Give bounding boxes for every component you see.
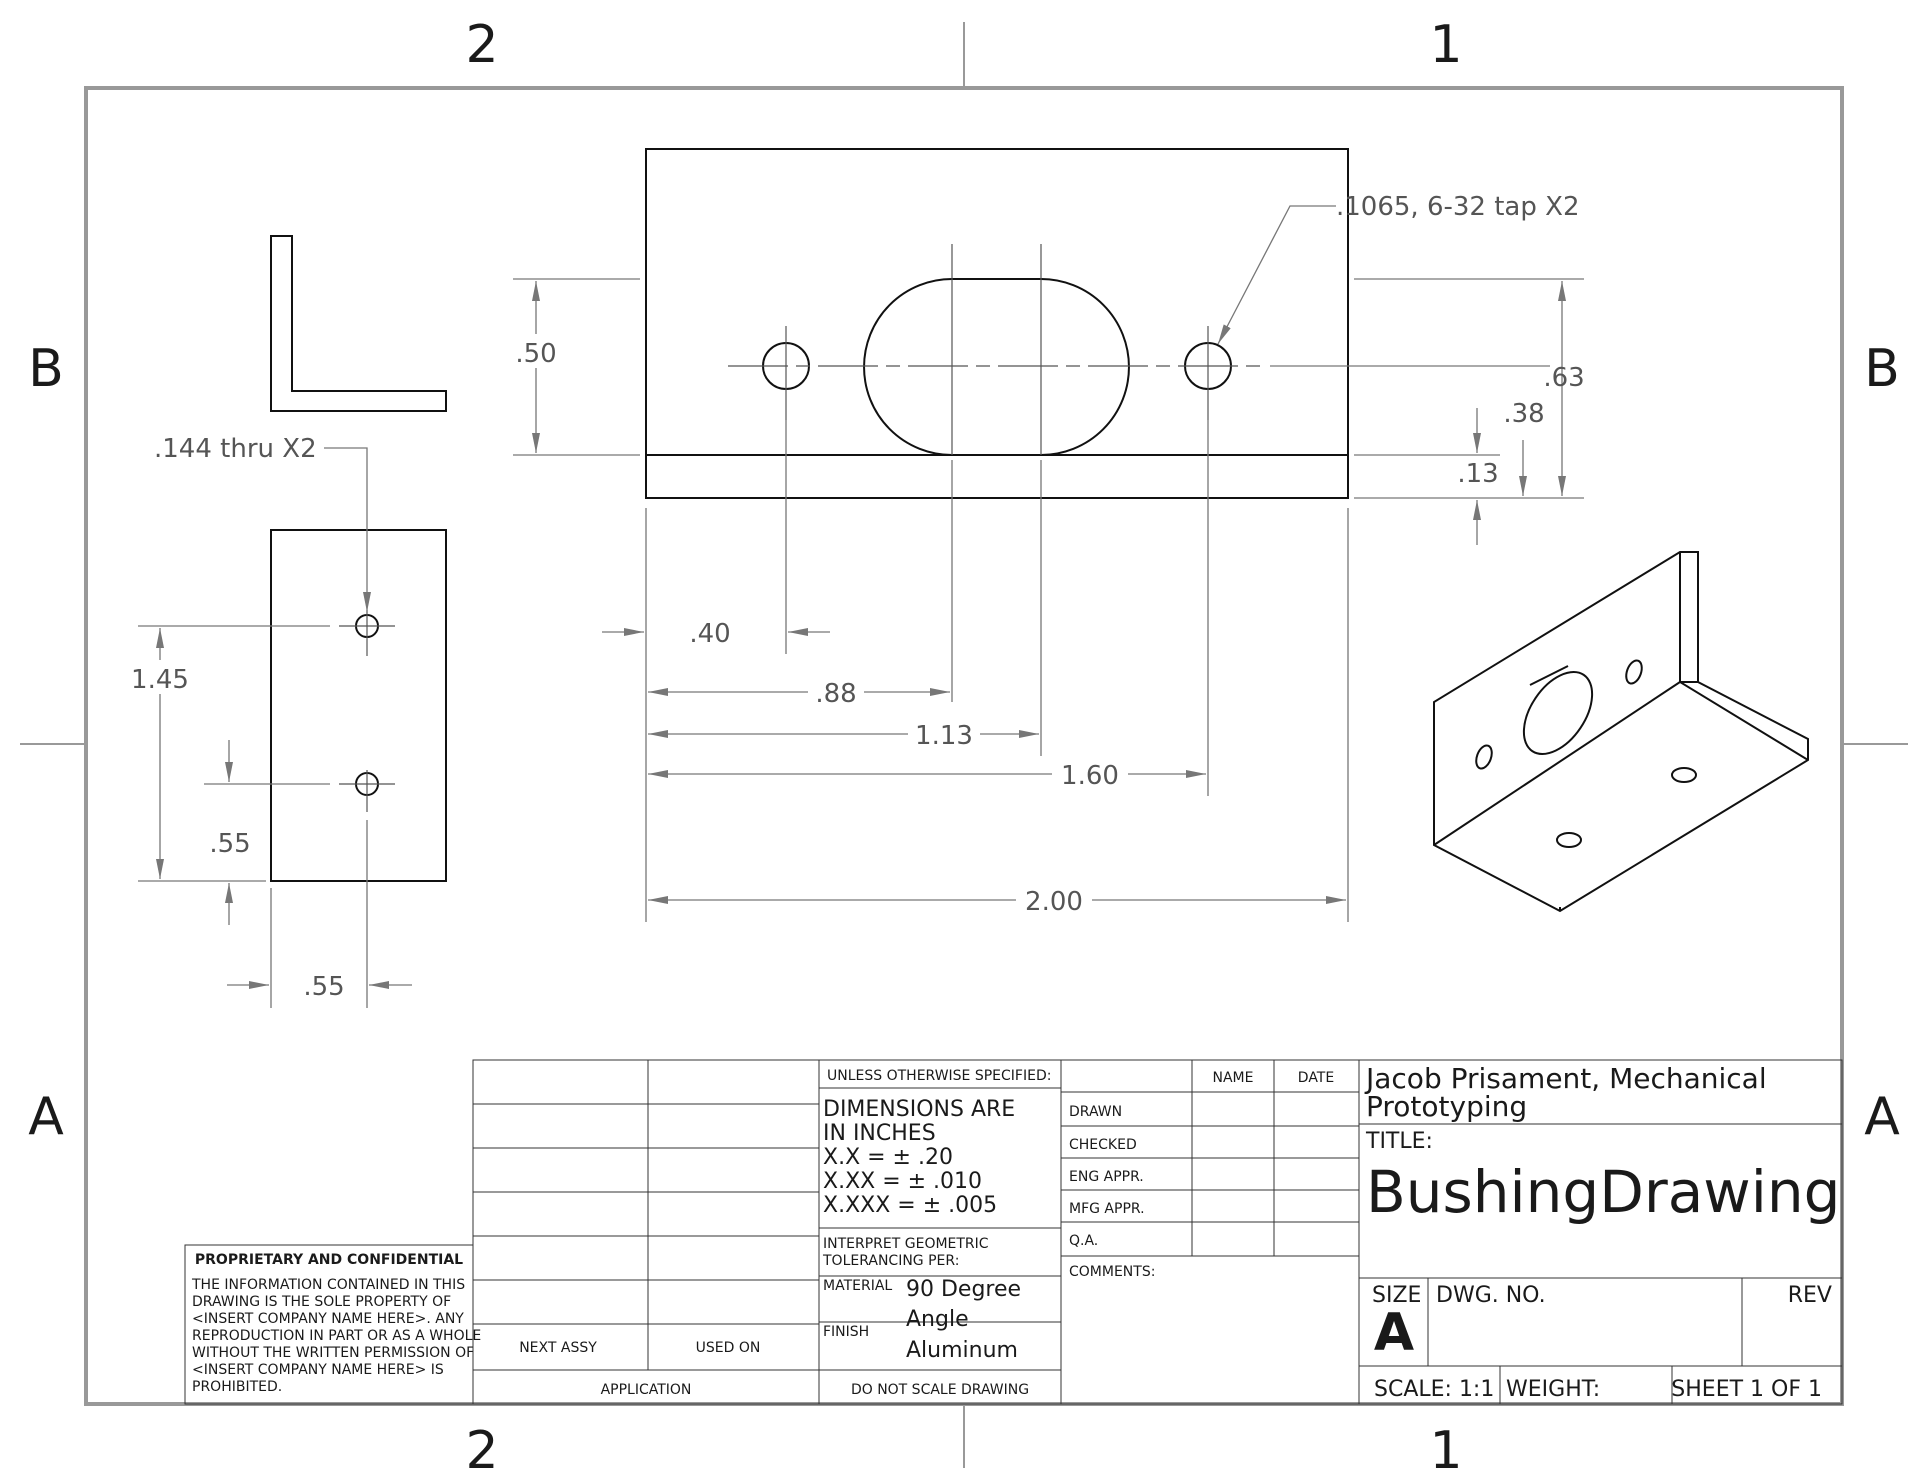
checked-label: CHECKED bbox=[1069, 1137, 1137, 1153]
weight-label: WEIGHT: bbox=[1506, 1377, 1600, 1402]
proprietary-heading: PROPRIETARY AND CONFIDENTIAL bbox=[195, 1252, 463, 1268]
unless-specified: UNLESS OTHERWISE SPECIFIED: bbox=[827, 1068, 1051, 1084]
proprietary-line: DRAWING IS THE SOLE PROPERTY OF bbox=[192, 1294, 451, 1310]
title-label: TITLE: bbox=[1365, 1129, 1433, 1154]
isometric-view bbox=[1433, 551, 1809, 913]
dims-line1: DIMENSIONS ARE bbox=[823, 1097, 1015, 1122]
zone-label-top-1: 1 bbox=[1429, 15, 1462, 75]
zone-label-left-a: A bbox=[28, 1087, 64, 1147]
dim-038: .38 bbox=[1503, 399, 1544, 429]
dim-088: .88 bbox=[815, 679, 856, 709]
scale-label: SCALE: 1:1 bbox=[1374, 1377, 1494, 1402]
dim-050: .50 bbox=[515, 339, 556, 369]
dim-063: .63 bbox=[1543, 363, 1584, 393]
dim-055-vertical: .55 bbox=[209, 829, 250, 859]
drawing-title: BushingDrawing bbox=[1366, 1158, 1840, 1226]
qa-label: Q.A. bbox=[1069, 1233, 1098, 1249]
proprietary-line: PROHIBITED. bbox=[192, 1379, 282, 1395]
eng-appr-label: ENG APPR. bbox=[1069, 1169, 1144, 1185]
side-view bbox=[270, 529, 447, 882]
end-view-profile bbox=[270, 235, 447, 412]
proprietary-line: <INSERT COMPANY NAME HERE>. ANY bbox=[192, 1311, 464, 1327]
next-assy-label: NEXT ASSY bbox=[519, 1340, 597, 1356]
dim-055-horizontal: .55 bbox=[303, 972, 344, 1002]
proprietary-box: PROPRIETARY AND CONFIDENTIAL THE INFORMA… bbox=[184, 1244, 481, 1405]
used-on-label: USED ON bbox=[696, 1340, 761, 1356]
comments-label: COMMENTS: bbox=[1069, 1264, 1155, 1280]
dim-040: .40 bbox=[689, 619, 730, 649]
dwg-no-label: DWG. NO. bbox=[1436, 1283, 1546, 1308]
finish-label: FINISH bbox=[823, 1324, 869, 1340]
drawn-label: DRAWN bbox=[1069, 1104, 1122, 1120]
zone-label-bottom-2: 2 bbox=[465, 1421, 498, 1481]
company-line1: Jacob Prisament, Mechanical bbox=[1364, 1062, 1767, 1095]
front-view bbox=[645, 148, 1349, 499]
dim-160: 1.60 bbox=[1061, 761, 1119, 791]
zone-label-left-b: B bbox=[28, 339, 64, 399]
tap-leader bbox=[1217, 205, 1336, 345]
title-block: NEXT ASSY USED ON APPLICATION UNLESS OTH… bbox=[472, 1059, 1843, 1405]
zone-label-bottom-1: 1 bbox=[1429, 1421, 1462, 1481]
zone-label-right-b: B bbox=[1864, 339, 1900, 399]
mfg-appr-label: MFG APPR. bbox=[1069, 1201, 1145, 1217]
interpret-line2: TOLERANCING PER: bbox=[822, 1253, 959, 1269]
proprietary-line: THE INFORMATION CONTAINED IN THIS bbox=[191, 1277, 465, 1293]
tap-note: .1065, 6-32 tap X2 bbox=[1336, 192, 1579, 222]
material-line2: Angle bbox=[906, 1307, 969, 1332]
interpret-line1: INTERPRET GEOMETRIC bbox=[823, 1236, 989, 1252]
size-value: A bbox=[1374, 1303, 1414, 1363]
dim-113: 1.13 bbox=[915, 721, 973, 751]
tolerance-2: X.XX = ± .010 bbox=[823, 1169, 982, 1194]
material-label: MATERIAL bbox=[823, 1278, 892, 1294]
sheet-label: SHEET 1 OF 1 bbox=[1671, 1377, 1822, 1402]
dims-line2: IN INCHES bbox=[823, 1121, 936, 1146]
material-line1: 90 Degree bbox=[906, 1277, 1021, 1302]
thru-note: .144 thru X2 bbox=[154, 434, 317, 464]
zone-label-right-a: A bbox=[1864, 1087, 1900, 1147]
tolerance-3: X.XXX = ± .005 bbox=[823, 1193, 997, 1218]
company-line2: Prototyping bbox=[1366, 1090, 1527, 1123]
size-label: SIZE bbox=[1372, 1283, 1421, 1308]
proprietary-line: REPRODUCTION IN PART OR AS A WHOLE bbox=[192, 1328, 481, 1344]
dim-013: .13 bbox=[1457, 459, 1498, 489]
thru-leader bbox=[324, 447, 371, 612]
dim-145: 1.45 bbox=[131, 665, 189, 695]
zone-label-top-2: 2 bbox=[465, 15, 498, 75]
tolerance-1: X.X = ± .20 bbox=[823, 1145, 953, 1170]
date-header: DATE bbox=[1298, 1070, 1334, 1086]
do-not-scale: DO NOT SCALE DRAWING bbox=[851, 1382, 1029, 1398]
proprietary-line: WITHOUT THE WRITTEN PERMISSION OF bbox=[192, 1345, 474, 1361]
finish-value: Aluminum bbox=[906, 1338, 1018, 1363]
application-label: APPLICATION bbox=[601, 1382, 692, 1398]
name-header: NAME bbox=[1213, 1070, 1254, 1086]
proprietary-line: <INSERT COMPANY NAME HERE> IS bbox=[192, 1362, 444, 1378]
rev-label: REV bbox=[1788, 1283, 1832, 1308]
dim-200: 2.00 bbox=[1025, 887, 1083, 917]
